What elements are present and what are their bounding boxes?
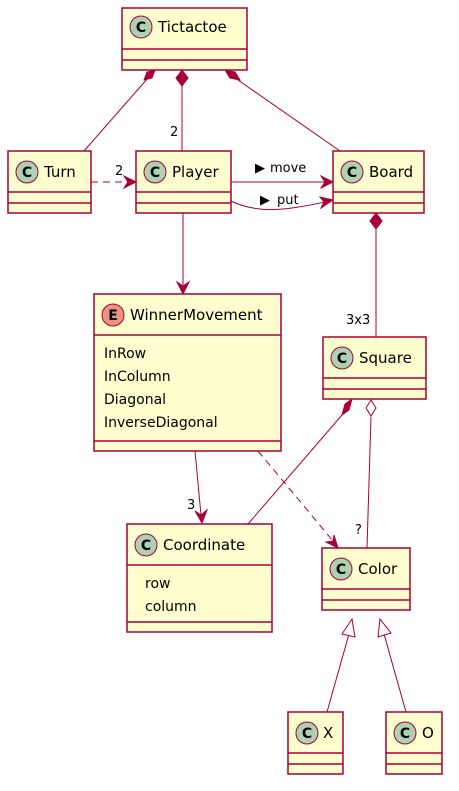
label-turn-multiplicity: 2 (115, 164, 123, 179)
class-name: O (422, 724, 434, 742)
attribute-column: column (145, 599, 197, 615)
class-icon (340, 160, 364, 184)
edge-tictactoe-player (175, 69, 189, 151)
edge-player-board-put (230, 196, 335, 211)
edge-tictactoe-board (223, 69, 341, 152)
class-name: Color (358, 560, 398, 578)
enum-icon (101, 303, 125, 327)
class-icon (134, 533, 158, 557)
class-stereotype-letter: C (136, 20, 146, 36)
class-icon (143, 160, 167, 184)
edge-x-color (326, 617, 356, 713)
class-stereotype-letter: C (150, 165, 160, 181)
class-stereotype-letter: C (336, 562, 346, 578)
edge-player-board-move (231, 174, 335, 190)
label-put: put (277, 193, 299, 208)
class-stereotype-letter: C (400, 726, 410, 742)
class-icon (329, 557, 353, 581)
edge-winnermovement-coordinate (194, 450, 209, 525)
class-icon (330, 346, 354, 370)
enum-value-inrow: InRow (104, 346, 146, 362)
class-stereotype-letter: C (347, 165, 357, 181)
class-name: Turn (43, 163, 76, 181)
class-icon (15, 160, 39, 184)
class-player[interactable]: C Player (135, 150, 232, 214)
class-stereotype-letter: C (337, 351, 347, 367)
class-name: X (323, 724, 333, 742)
label-player-multiplicity: 2 (170, 125, 178, 140)
class-color[interactable]: C Color (321, 547, 411, 611)
class-icon (129, 15, 153, 39)
edge-board-square (369, 212, 383, 337)
enum-stereotype-letter: E (108, 308, 118, 324)
enum-value-diagonal: Diagonal (104, 392, 166, 408)
label-color-multiplicity: ? (355, 523, 362, 538)
attribute-row: row (145, 576, 170, 592)
class-name: Tictactoe (157, 18, 227, 36)
class-o[interactable]: C O (385, 711, 443, 775)
label-square-multiplicity: 3x3 (346, 313, 370, 328)
class-icon (295, 721, 319, 745)
label-coordinate-multiplicity: 3 (187, 498, 195, 513)
class-icon (393, 721, 417, 745)
class-board[interactable]: C Board (332, 150, 425, 214)
class-name: Square (359, 349, 412, 367)
enum-value-inversediagonal: InverseDiagonal (104, 415, 218, 431)
class-turn[interactable]: C Turn (7, 150, 92, 214)
class-square[interactable]: C Square (322, 336, 427, 400)
class-coordinate[interactable]: C Coordinate row column (126, 523, 273, 633)
edge-square-coordinate (247, 397, 353, 525)
edge-player-winnermovement (175, 213, 191, 296)
edge-square-color (365, 399, 377, 549)
class-name: Player (172, 163, 220, 181)
enum-value-incolumn: InColumn (104, 369, 171, 385)
class-name: Board (369, 163, 413, 181)
class-stereotype-letter: C (302, 726, 312, 742)
enum-name: WinnerMovement (130, 306, 263, 324)
edge-winnermovement-color (257, 450, 339, 549)
class-x[interactable]: C X (287, 711, 344, 775)
label-move: move (270, 161, 306, 176)
class-stereotype-letter: C (141, 538, 151, 554)
class-name: Coordinate (163, 536, 245, 554)
class-stereotype-letter: C (22, 165, 32, 181)
label-move-direction: ▶ (255, 161, 265, 176)
label-put-direction: ▶ (260, 193, 270, 208)
class-tictactoe[interactable]: C Tictactoe (121, 7, 248, 71)
enum-winner-movement[interactable]: E WinnerMovement InRow InColumn Diagonal… (93, 293, 282, 452)
edge-o-color (377, 617, 407, 713)
edge-tictactoe-turn (83, 69, 156, 152)
edge-turn-player (91, 174, 138, 190)
